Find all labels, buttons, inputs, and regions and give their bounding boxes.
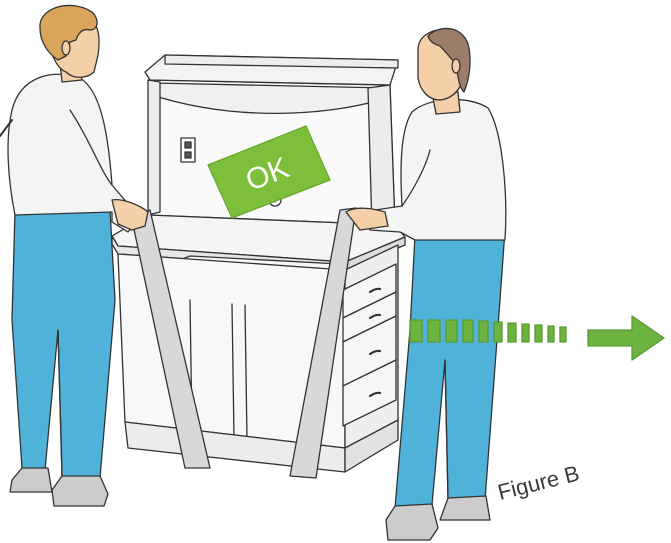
- mover-left-shoe-front: [52, 476, 108, 506]
- electrical-outlet-icon: [181, 138, 195, 162]
- mover-left-jeans: [12, 210, 115, 478]
- cabinet-drawers: [343, 264, 396, 426]
- hutch-side-post: [368, 85, 395, 228]
- mover-right-shoe-back: [440, 496, 490, 520]
- mover-right-shoe-front: [386, 504, 438, 540]
- figure-label: Figure B: [495, 460, 582, 504]
- mover-left-shoe-back: [10, 468, 52, 492]
- mover-right-jeans: [395, 230, 505, 508]
